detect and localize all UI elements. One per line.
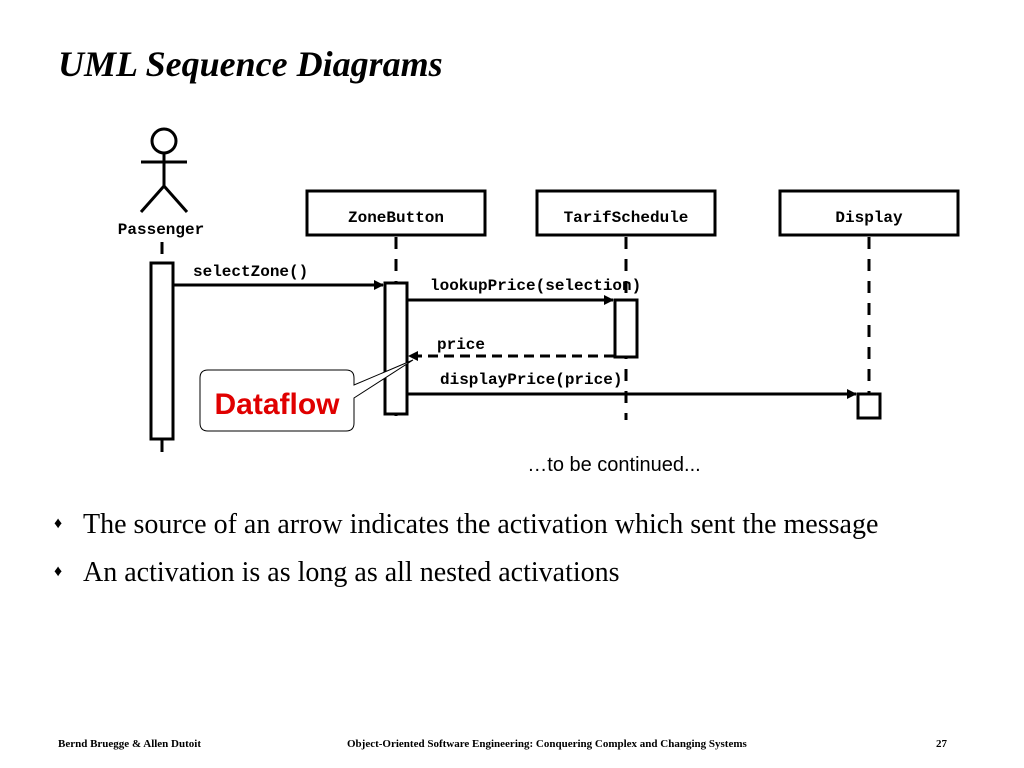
bullet-list: ♦ The source of an arrow indicates the a… [50, 508, 970, 604]
slide-title: UML Sequence Diagrams [58, 44, 443, 84]
message-lookupprice: lookupPrice(selection) [408, 277, 641, 305]
message-label: selectZone() [193, 263, 308, 281]
message-selectzone: selectZone() [174, 263, 384, 290]
object-tarifschedule: TarifSchedule [535, 189, 717, 237]
object-display: Display [778, 189, 960, 237]
diamond-bullet-icon: ♦ [54, 515, 63, 532]
message-price: price [408, 336, 614, 361]
bullet-item: ♦ The source of an arrow indicates the a… [50, 508, 970, 542]
bullet-item: ♦ An activation is as long as all nested… [50, 556, 970, 590]
actor-passenger: Passenger [118, 127, 204, 239]
message-displayprice: displayPrice(price) [408, 371, 857, 399]
bullet-text: The source of an arrow indicates the act… [83, 509, 879, 540]
activation-tarifschedule [613, 298, 639, 359]
continuation-note: …to be continued... [527, 454, 700, 476]
stick-figure-icon [139, 127, 189, 213]
footer-page-number: 27 [936, 738, 947, 750]
diamond-bullet-icon: ♦ [54, 563, 63, 580]
activation-zonebutton [383, 281, 409, 416]
message-label: lookupPrice(selection) [430, 277, 641, 295]
activation-passenger [149, 261, 175, 441]
callout-label: Dataflow [214, 388, 340, 421]
footer-book-title: Object-Oriented Software Engineering: Co… [347, 738, 747, 750]
footer-authors: Bernd Bruegge & Allen Dutoit [58, 738, 201, 750]
object-zonebutton: ZoneButton [305, 189, 487, 237]
activation-display [856, 392, 882, 420]
object-label: ZoneButton [348, 209, 444, 227]
object-label: TarifSchedule [564, 209, 689, 227]
bullet-text: An activation is as long as all nested a… [83, 557, 620, 588]
actor-label: Passenger [118, 221, 204, 239]
message-label: price [437, 336, 485, 354]
message-label: displayPrice(price) [440, 371, 622, 389]
callout-dataflow: Dataflow [199, 359, 414, 432]
object-label: Display [835, 209, 903, 227]
